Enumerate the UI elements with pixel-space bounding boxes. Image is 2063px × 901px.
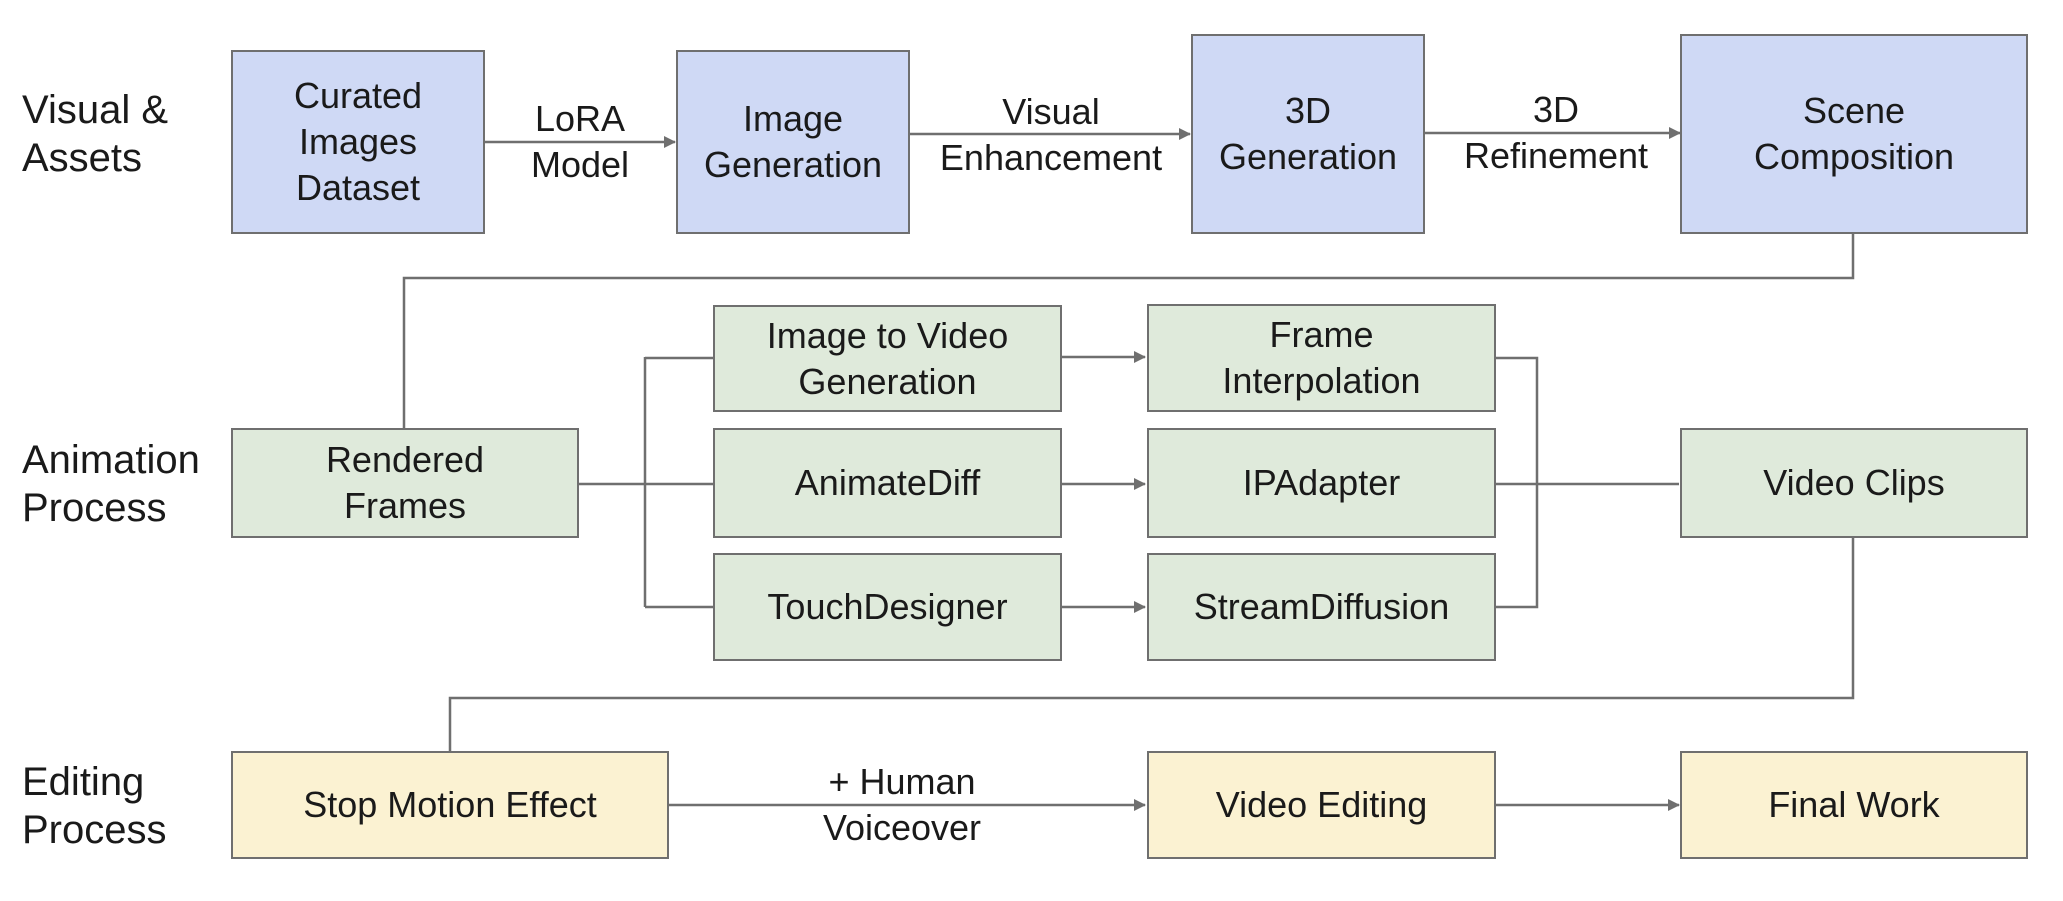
node-ipadapter: IPAdapter: [1147, 428, 1496, 538]
connector-clips-to-stop-motion: [448, 538, 1855, 752]
connector-scene-to-rendered: [402, 233, 1855, 428]
node-animatediff: AnimateDiff: [713, 428, 1062, 538]
node-stop-motion-effect: Stop Motion Effect: [231, 751, 669, 859]
node-frame-interpolation: Frame Interpolation: [1147, 304, 1496, 412]
node-streamdiffusion: StreamDiffusion: [1147, 553, 1496, 661]
node-scene-composition: Scene Composition: [1680, 34, 2028, 234]
row-label-editing-process: Editing Process: [22, 760, 167, 852]
node-3d-generation: 3D Generation: [1191, 34, 1425, 234]
node-final-work: Final Work: [1680, 751, 2028, 859]
edge-label-visual-enhancement: Visual Enhancement: [939, 91, 1163, 178]
node-image-to-video-generation: Image to Video Generation: [713, 305, 1062, 412]
row-label-animation-process: Animation Process: [22, 438, 200, 530]
node-curated-images-dataset: Curated Images Dataset: [231, 50, 485, 234]
edge-label-lora-model: LoRA Model: [530, 98, 630, 185]
connector-merge-bus: [1495, 356, 1539, 609]
edge-label-human-voiceover: + Human Voiceover: [822, 761, 982, 848]
node-video-editing: Video Editing: [1147, 751, 1496, 859]
node-video-clips: Video Clips: [1680, 428, 2028, 538]
node-rendered-frames: Rendered Frames: [231, 428, 579, 538]
node-touchdesigner: TouchDesigner: [713, 553, 1062, 661]
edge-label-3d-refinement: 3D Refinement: [1463, 89, 1649, 176]
row-label-visual-assets: Visual & Assets: [22, 88, 169, 180]
node-image-generation: Image Generation: [676, 50, 910, 234]
